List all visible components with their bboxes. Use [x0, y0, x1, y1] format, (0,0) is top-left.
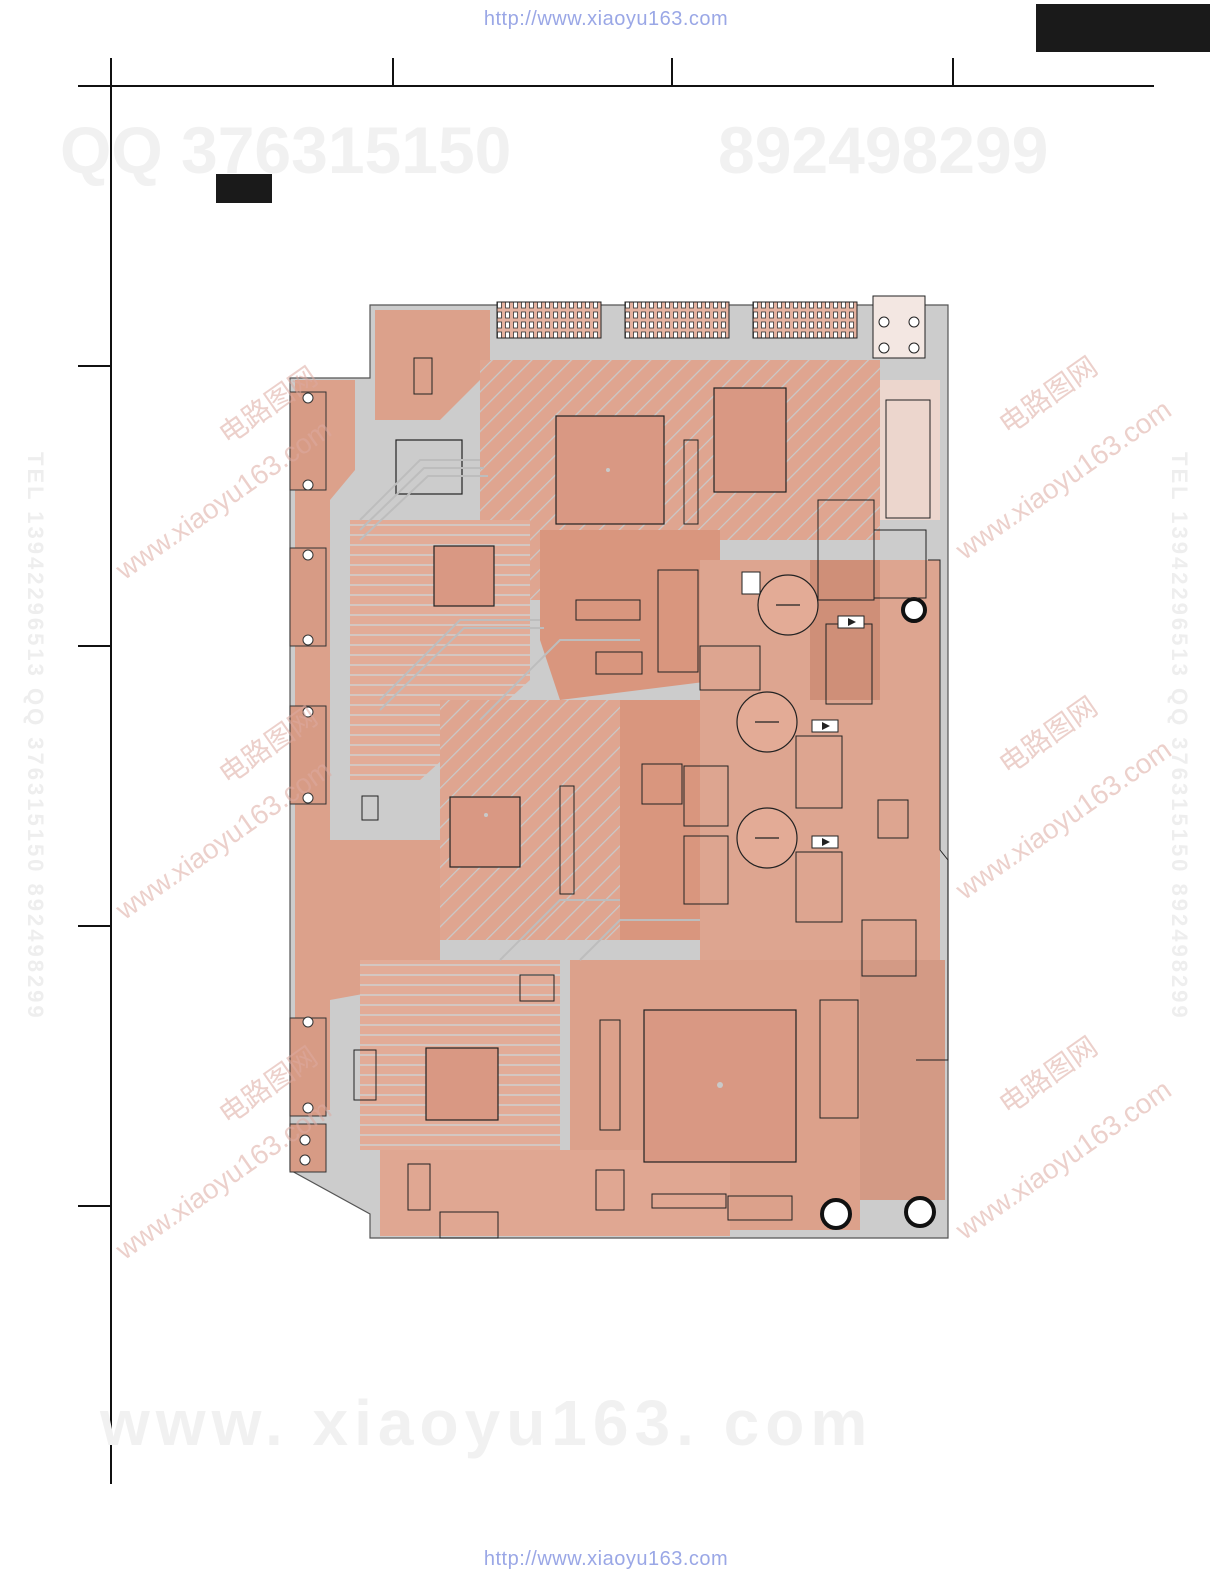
page-tab-marker — [1036, 4, 1210, 52]
grid-tick-row-2 — [78, 645, 111, 647]
grid-tick-row-4 — [78, 1205, 111, 1207]
header-source-url[interactable]: http://www.xiaoyu163.com — [483, 8, 729, 30]
grid-tick-1 — [392, 58, 394, 86]
watermark-vertical-right: TEL 13942296513 QQ 376315150 892498299 — [1167, 452, 1192, 1021]
footer-source-url[interactable]: http://www.xiaoyu163.com — [483, 1548, 729, 1570]
frame-left-rule — [110, 58, 112, 1484]
grid-tick-3 — [952, 58, 954, 86]
watermark-vertical-left: TEL 13942296513 QQ 376315150 892498299 — [23, 452, 48, 1021]
grid-tick-row-1 — [78, 365, 111, 367]
watermark-site-bottom: www. xiaoyu163. com — [100, 1387, 874, 1459]
watermark-qq-left: QQ 376315150 — [60, 113, 512, 187]
section-label-block — [216, 174, 272, 203]
grid-tick-2 — [671, 58, 673, 86]
grid-tick-row-3 — [78, 925, 111, 927]
watermark-qq-right: 892498299 — [718, 113, 1049, 187]
frame-top-rule — [78, 85, 1154, 87]
